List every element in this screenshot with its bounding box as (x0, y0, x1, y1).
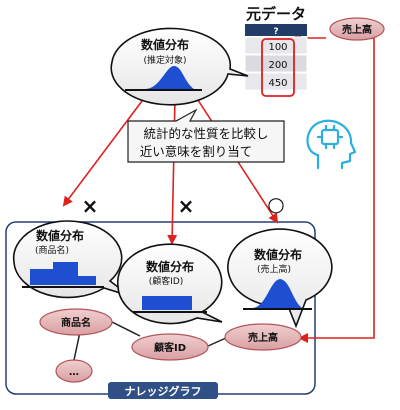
source-table-row-1-cell (244, 36, 308, 55)
source-table-row-3: 450 (268, 78, 287, 89)
source-node-sales[interactable]: 売上高 (329, 17, 385, 41)
source-table-highlight (261, 38, 295, 97)
estimate-bubble-title: 数値分布 (141, 37, 189, 52)
customer-distribution-bar (142, 296, 192, 310)
source-table-row-2-cell (244, 54, 308, 73)
node-product-label: 商品名 (61, 316, 91, 329)
estimate-bubble-subtitle: (推定対象) (143, 54, 186, 66)
sales-distribution-bubble: 数値分布 (売上高) (227, 228, 333, 329)
knowledge-graph-label: ナレッジグラフ (125, 384, 202, 398)
source-table-title: 元データ (246, 5, 306, 23)
estimate-distribution-shape (145, 66, 194, 89)
edge-customer-sales (207, 337, 227, 347)
node-more[interactable]: … (55, 359, 93, 383)
node-more-label: … (69, 367, 79, 378)
arrow-to-product (62, 96, 146, 207)
knowledge-graph-frame: ナレッジグラフ (5, 221, 316, 399)
source-table-row-1: 100 (268, 42, 287, 53)
customer-distribution-bubble: 数値分布 (顧客ID) (116, 243, 223, 325)
knowledge-graph-label-box (108, 382, 218, 399)
edge-product-customer (111, 321, 141, 337)
node-customer[interactable]: 顧客ID (131, 333, 209, 361)
ai-head-icon (306, 119, 357, 170)
product-distribution-bubble: 数値分布 (商品名) (12, 220, 131, 299)
product-bubble-title: 数値分布 (36, 228, 84, 243)
sales-distribution-shape (252, 279, 302, 308)
match-mark-sales: ○ (267, 192, 284, 216)
estimate-distribution-bubble: 数値分布 (推定対象) (110, 27, 249, 106)
graph-edges (73, 321, 227, 361)
customer-bubble-subtitle: (顧客ID) (149, 275, 184, 287)
node-customer-label: 顧客ID (154, 341, 186, 354)
product-distribution-bar-1 (30, 269, 53, 285)
source-table-row-2: 200 (268, 60, 287, 71)
node-sales-label: 売上高 (248, 331, 278, 344)
callout-line-1: 統計的な性質を比較し (143, 126, 268, 141)
customer-bubble-title: 数値分布 (146, 259, 194, 274)
node-sales[interactable]: 売上高 (224, 323, 302, 351)
callout-line-2: 近い意味を割り当て (140, 144, 253, 159)
product-distribution-bar-2 (53, 262, 78, 285)
arrow-to-customer (167, 96, 178, 245)
source-table-header-cell (245, 24, 307, 36)
mismatch-mark-customer: × (178, 194, 195, 218)
mismatch-mark-product: × (82, 194, 99, 218)
sales-bubble-subtitle: (売上高) (257, 263, 291, 275)
edge-product-more (73, 331, 81, 361)
comparison-callout: 統計的な性質を比較し 近い意味を割り当て (127, 108, 285, 163)
source-table: 元データ ? 100 200 450 (244, 5, 308, 97)
product-bubble-subtitle: (商品名) (35, 244, 69, 256)
source-table-header: ? (273, 27, 278, 37)
source-node-sales-label: 売上高 (342, 23, 372, 36)
source-table-row-3-cell (244, 72, 308, 91)
product-distribution-bar-3 (78, 276, 96, 285)
sales-bubble-title: 数値分布 (254, 247, 302, 262)
node-product[interactable]: 商品名 (39, 308, 113, 336)
